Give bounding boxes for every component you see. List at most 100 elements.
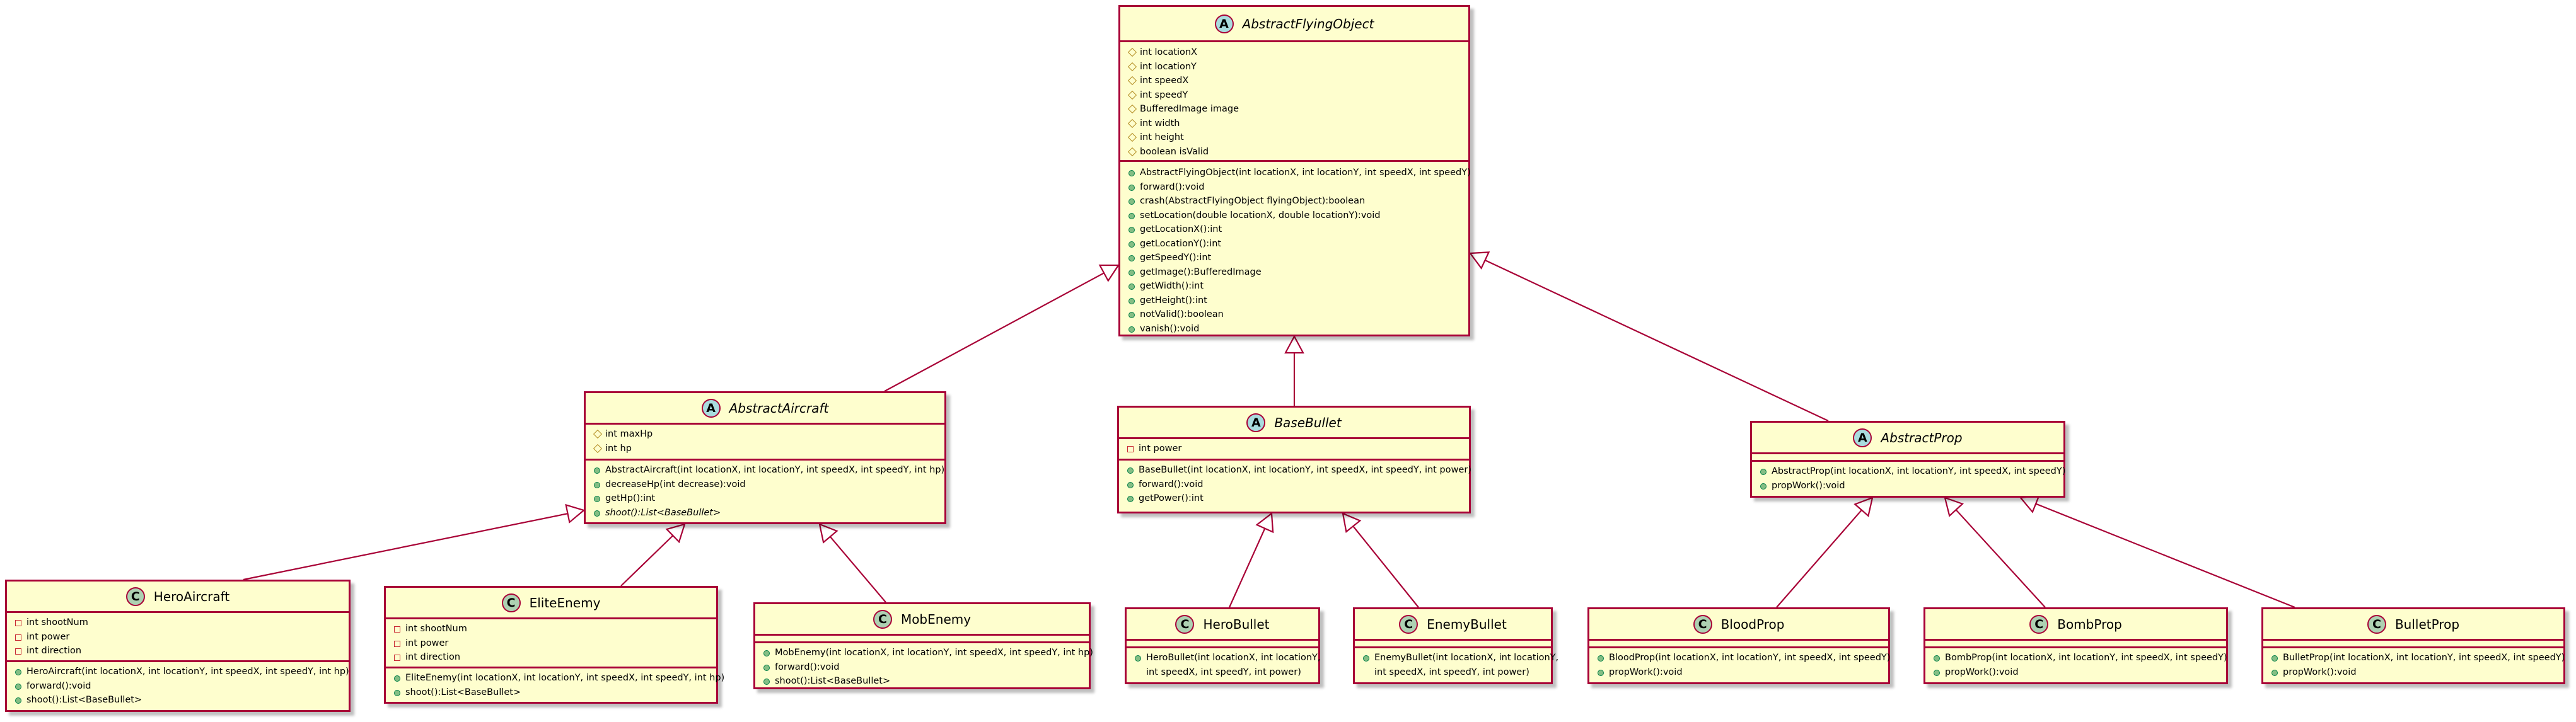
field-text: int direction (26, 646, 82, 656)
method-row: propWork():void (2271, 665, 2557, 680)
class-header: A BaseBullet (1119, 408, 1469, 439)
inheritance-arrowhead (1342, 512, 1362, 534)
class-bullet-prop[interactable]: C BulletProp BulletProp(int locationX, i… (2261, 607, 2565, 684)
public-visibility-icon (15, 679, 23, 694)
method-text: getLocationX():int (1140, 224, 1222, 234)
method-text: AbstractFlyingObject(int locationX, int … (1140, 168, 1471, 178)
field-row: int maxHp (593, 427, 938, 442)
field-row: int speedX (1128, 74, 1462, 88)
inheritance-line (2035, 503, 2295, 609)
private-visibility-icon (1127, 442, 1135, 456)
class-header: A AbstractFlyingObject (1120, 7, 1468, 42)
class-abstract-prop[interactable]: A AbstractProp AbstractProp(int location… (1750, 421, 2065, 498)
protected-visibility-icon (1128, 74, 1137, 88)
class-base-bullet[interactable]: A BaseBullet int power BaseBullet(int lo… (1117, 406, 1471, 513)
member-text: int maxHp (605, 427, 653, 442)
class-name: AbstractProp (1881, 430, 1963, 445)
fields-section (755, 636, 1089, 643)
methods-section: EliteEnemy(int locationX, int locationY,… (386, 668, 724, 702)
class-name: BaseBullet (1274, 415, 1342, 430)
class-hero-bullet[interactable]: C HeroBullet HeroBullet(int locationX, i… (1125, 607, 1321, 684)
member-text: int speedX (1140, 74, 1188, 88)
public-visibility-icon (1128, 294, 1137, 308)
public-visibility-icon (1933, 665, 1942, 680)
public-visibility-icon (15, 693, 23, 708)
public-visibility-icon (15, 665, 23, 679)
methods-section: EnemyBullet(int locationX, int locationY… (1355, 648, 1558, 682)
method-text: BombProp(int locationX, int locationY, i… (1945, 653, 2227, 663)
member-text: EnemyBullet(int locationX, int locationY… (1374, 651, 1558, 679)
class-blood-prop[interactable]: C BloodProp BloodProp(int locationX, int… (1587, 607, 1890, 684)
public-visibility-icon (593, 506, 602, 520)
class-bomb-prop[interactable]: C BombProp BombProp(int locationX, int l… (1923, 607, 2228, 684)
public-visibility-icon (763, 660, 772, 675)
class-icon: C (1175, 614, 1195, 634)
method-text-continuation: int speedX, int speedY, int power) (1146, 667, 1301, 677)
member-text: shoot():List<BaseBullet> (605, 506, 721, 520)
field-row: int shootNum (393, 622, 710, 636)
inheritance-arrowhead (1255, 512, 1274, 534)
method-text: forward():void (26, 680, 91, 691)
field-text: int height (1140, 132, 1184, 142)
class-name: EnemyBullet (1427, 616, 1507, 632)
member-text: int shootNum (26, 616, 88, 630)
public-visibility-icon (1127, 491, 1135, 506)
field-text: boolean isValid (1140, 146, 1209, 157)
member-text: forward():void (26, 679, 91, 694)
method-row: EliteEnemy(int locationX, int locationY,… (393, 671, 724, 685)
methods-section: BloodProp(int locationX, int locationY, … (1589, 648, 1890, 682)
public-visibility-icon (1362, 651, 1371, 665)
class-enemy-bullet[interactable]: C EnemyBullet EnemyBullet(int locationX,… (1353, 607, 1558, 684)
member-text: propWork():void (1609, 665, 1683, 680)
public-visibility-icon (1134, 651, 1143, 665)
field-text: int power (26, 631, 70, 642)
method-row: AbstractAircraft(int locationX, int loca… (593, 463, 944, 478)
field-row: int power (393, 636, 710, 651)
inheritance-arrowhead (1944, 496, 1964, 517)
method-row: BombProp(int locationX, int locationY, i… (1933, 651, 2227, 665)
class-header: A AbstractProp (1752, 423, 2063, 454)
fields-section (1925, 641, 2226, 648)
protected-visibility-icon (1128, 102, 1137, 117)
method-text: getWidth():int (1140, 281, 1204, 291)
class-name: HeroBullet (1203, 616, 1270, 632)
class-mob-enemy[interactable]: C MobEnemy MobEnemy(int locationX, int l… (753, 602, 1093, 689)
field-text: int shootNum (405, 624, 467, 634)
method-text: decreaseHp(int decrease):void (605, 479, 746, 490)
inheritance-arrowhead (665, 523, 686, 544)
method-text: getHeight():int (1140, 295, 1207, 306)
field-text: int power (1139, 444, 1182, 454)
protected-visibility-icon (593, 427, 602, 442)
public-visibility-icon (1128, 194, 1137, 209)
member-text: BaseBullet(int locationX, int locationY,… (1139, 463, 1471, 478)
class-icon: C (125, 587, 145, 606)
class-header: C BloodProp (1589, 609, 1888, 641)
fields-section (1752, 454, 2063, 462)
public-visibility-icon (2271, 665, 2280, 680)
inheritance-arrowhead (1854, 496, 1874, 517)
inheritance-line (243, 513, 568, 581)
method-text: shoot():List<BaseBullet> (605, 507, 721, 518)
field-row: int width (1128, 117, 1462, 131)
method-text: crash(AbstractFlyingObject flyingObject)… (1140, 196, 1366, 206)
method-text: propWork():void (1772, 480, 1845, 491)
field-row: int direction (393, 650, 710, 665)
member-text: forward():void (775, 660, 839, 675)
method-text: getImage():BufferedImage (1140, 266, 1262, 277)
class-header: C BulletProp (2263, 609, 2563, 641)
member-text: EliteEnemy(int locationX, int locationY,… (405, 671, 724, 685)
protected-visibility-icon (1128, 130, 1137, 145)
public-visibility-icon (1128, 251, 1137, 265)
method-row: BaseBullet(int locationX, int locationY,… (1127, 463, 1471, 478)
member-text: int locationY (1140, 60, 1197, 74)
field-row: int locationY (1128, 60, 1462, 74)
class-name: MobEnemy (900, 611, 972, 627)
public-visibility-icon (1128, 222, 1137, 237)
method-text: setLocation(double locationX, double loc… (1140, 210, 1381, 221)
